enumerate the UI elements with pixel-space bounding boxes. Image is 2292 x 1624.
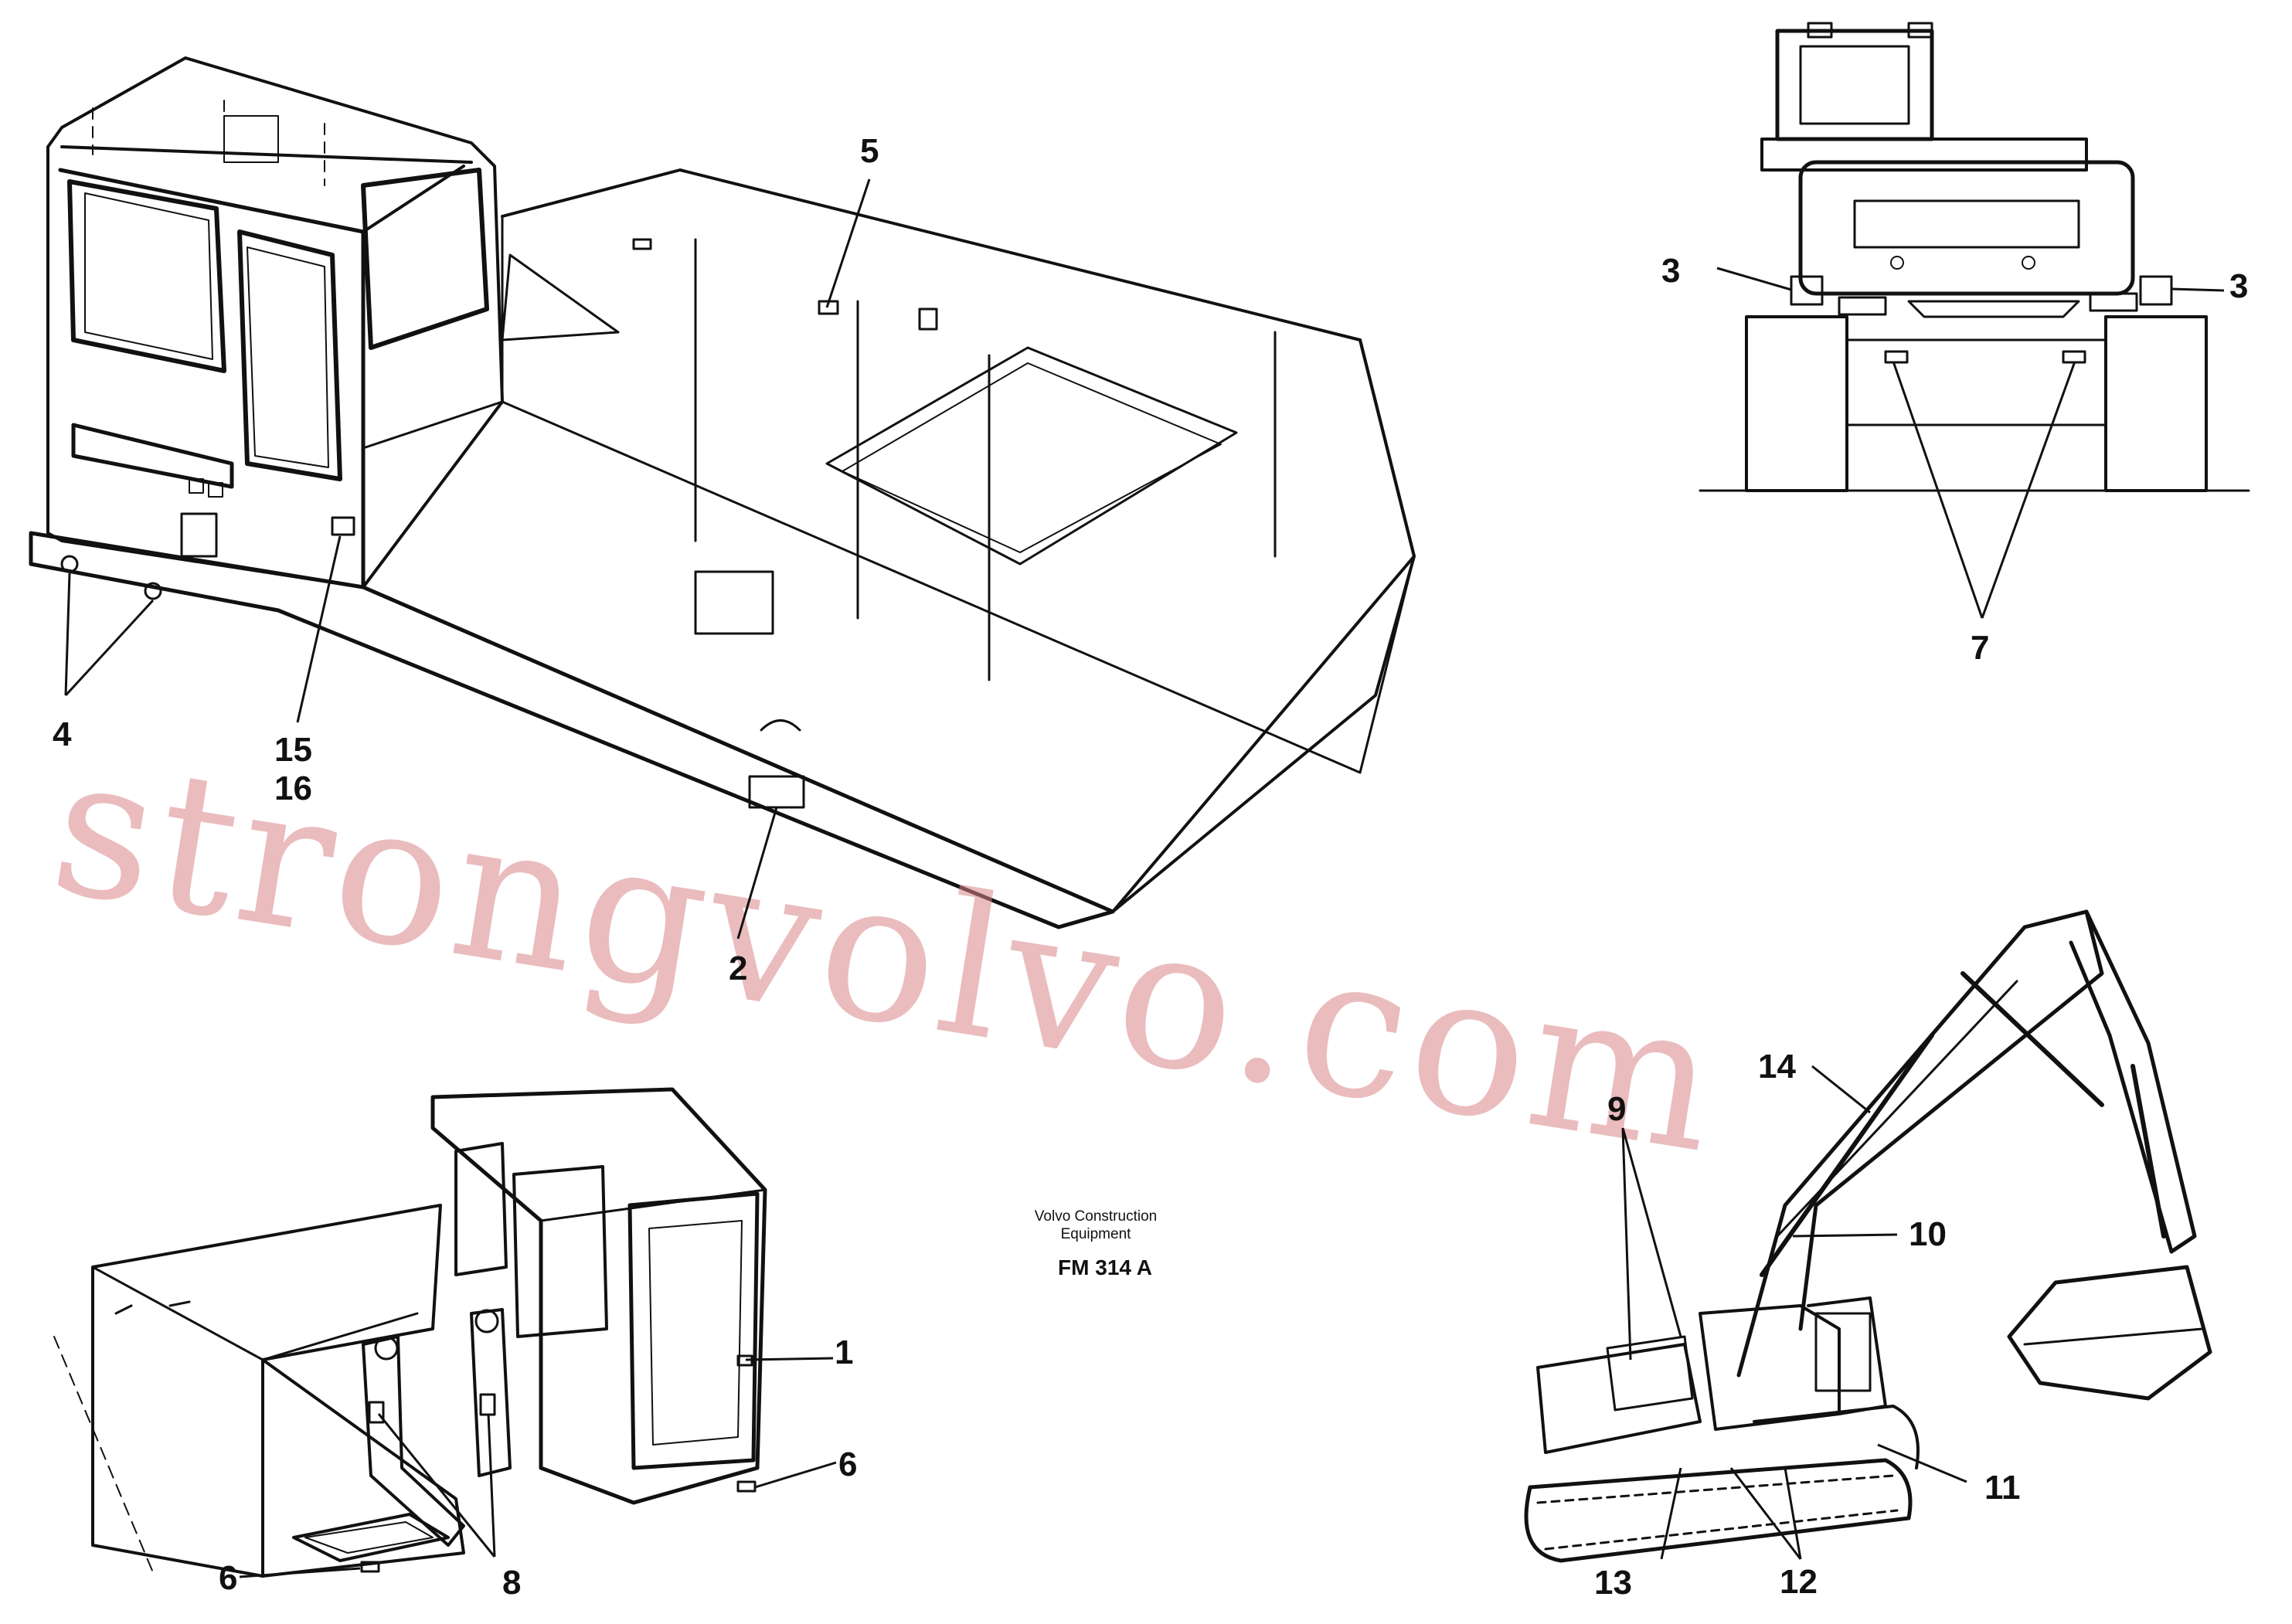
callout-6-left: 6 xyxy=(219,1559,237,1597)
callout-6-right: 6 xyxy=(838,1446,857,1483)
cab-tank-view xyxy=(53,1087,767,1578)
excavator-view xyxy=(1524,909,2212,1563)
callout-15: 15 xyxy=(274,731,312,769)
callout-2: 2 xyxy=(729,950,747,987)
callout-8: 8 xyxy=(502,1564,521,1602)
callout-12: 12 xyxy=(1780,1563,1818,1601)
callout-1: 1 xyxy=(835,1334,853,1371)
caption-block: Volvo Construction Equipment FM 314 A xyxy=(1035,1208,1157,1279)
callout-13: 13 xyxy=(1594,1564,1632,1602)
callout-14: 14 xyxy=(1758,1048,1796,1085)
rear-view xyxy=(1699,22,2250,492)
callout-11: 11 xyxy=(1984,1469,2021,1507)
callout-9: 9 xyxy=(1607,1090,1626,1128)
callout-3-left: 3 xyxy=(1661,252,1680,290)
callout-3-right: 3 xyxy=(2229,267,2248,305)
caption-company-line2: Equipment xyxy=(1061,1226,1132,1242)
callout-10: 10 xyxy=(1909,1215,1947,1253)
callouts: 5 4 15 16 2 3 3 7 1 6 6 8 9 14 10 11 12 … xyxy=(53,132,2248,1602)
callout-5: 5 xyxy=(860,132,879,170)
drawing-id: FM 314 A xyxy=(1058,1255,1152,1279)
callout-16: 16 xyxy=(274,770,312,807)
superstructure-view xyxy=(29,56,1416,929)
caption-company-line1: Volvo Construction xyxy=(1035,1208,1157,1225)
callout-7: 7 xyxy=(1971,629,1989,667)
leader-lines xyxy=(64,178,2225,1578)
callout-4: 4 xyxy=(53,715,72,753)
